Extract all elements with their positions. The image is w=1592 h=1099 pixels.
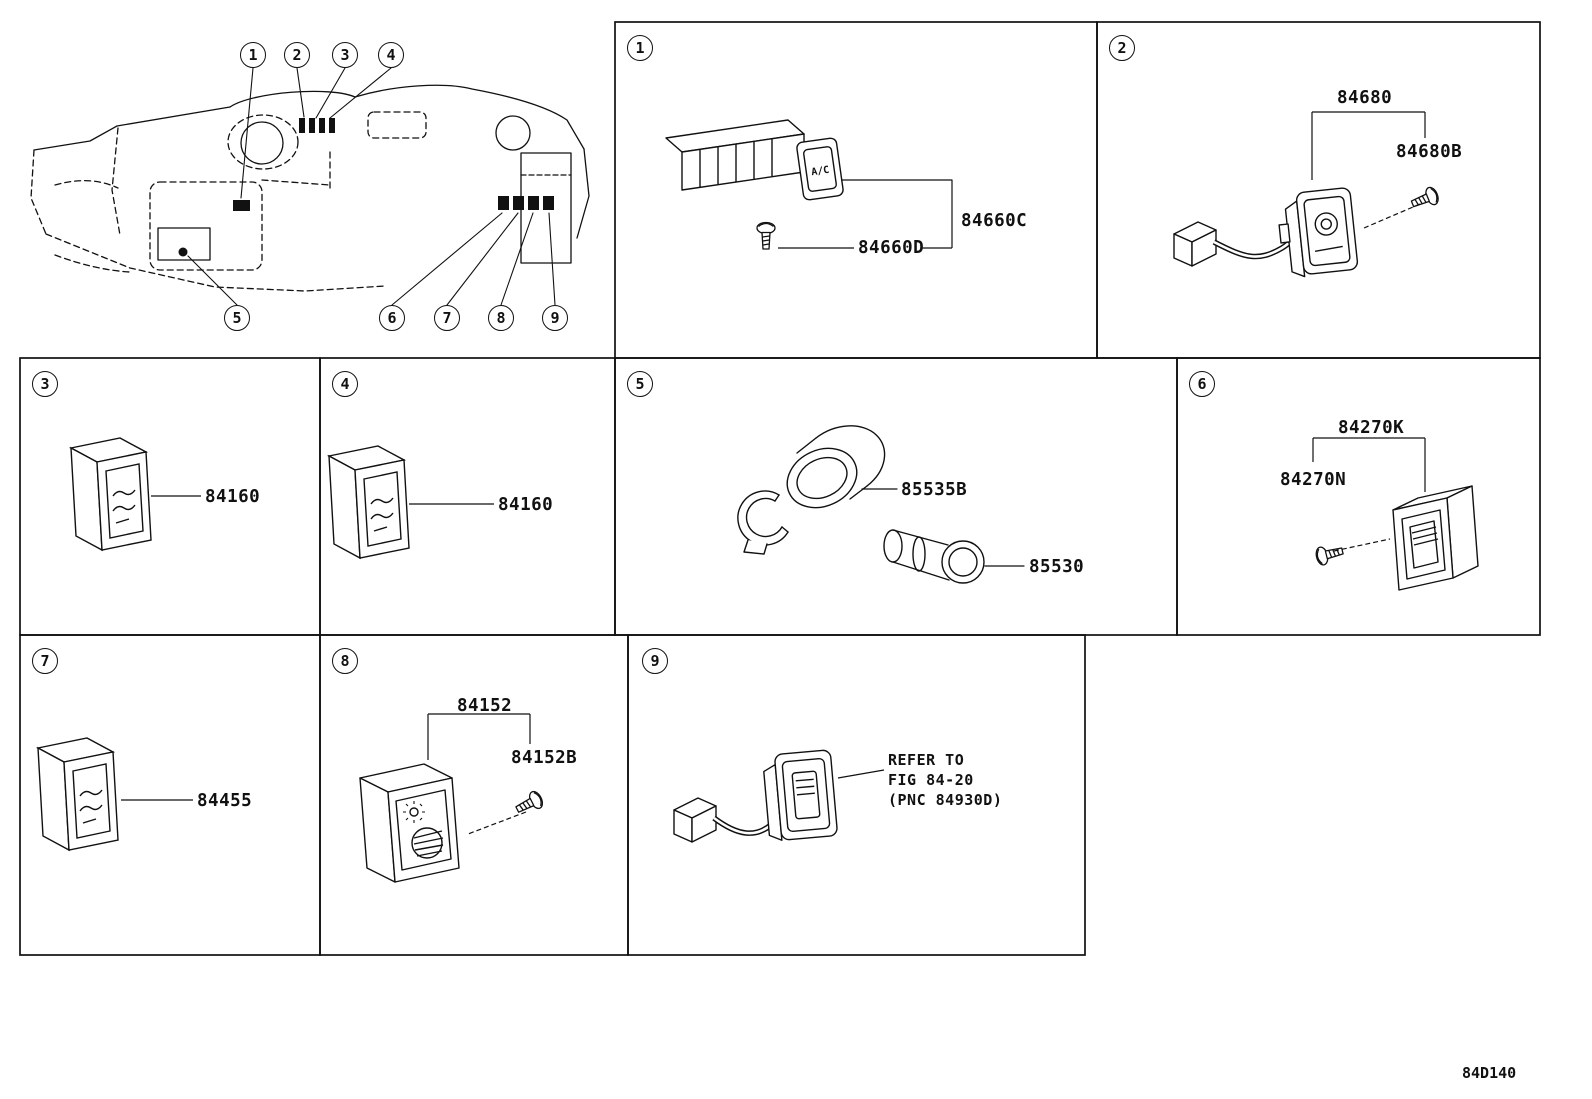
callout-7: 7 bbox=[434, 305, 460, 331]
part-label-84160-b: 84160 bbox=[498, 495, 554, 515]
panel-5-number: 5 bbox=[627, 371, 653, 397]
part-label-84455: 84455 bbox=[197, 791, 253, 811]
diagram-id: 84D140 bbox=[1462, 1064, 1517, 1082]
part-label-84270N: 84270N bbox=[1280, 470, 1347, 490]
panel-1-number: 1 bbox=[627, 35, 653, 61]
switch-location-markers bbox=[178, 118, 554, 257]
refer-note-line-3: (PNC 84930D) bbox=[888, 791, 1003, 809]
part-label-84160-a: 84160 bbox=[205, 487, 261, 507]
panel2-switch-drawing bbox=[1173, 111, 1442, 278]
refer-note: REFER TO FIG 84-20 (PNC 84930D) bbox=[888, 750, 1002, 810]
callout-4: 4 bbox=[378, 42, 404, 68]
panel-6-number: 6 bbox=[1189, 371, 1215, 397]
refer-note-line-2: FIG 84-20 bbox=[888, 771, 974, 789]
part-label-84660C: 84660C bbox=[961, 211, 1028, 231]
part-label-84152B: 84152B bbox=[511, 748, 578, 768]
panel-9-number: 9 bbox=[642, 648, 668, 674]
screw-icon bbox=[512, 788, 546, 819]
panel7-switch-drawing bbox=[37, 737, 193, 851]
callout-8: 8 bbox=[488, 305, 514, 331]
callout-leader-lines bbox=[187, 67, 556, 306]
screw-icon bbox=[756, 221, 776, 250]
part-label-84680: 84680 bbox=[1337, 88, 1393, 108]
screw-icon bbox=[1408, 184, 1442, 213]
callout-2: 2 bbox=[284, 42, 310, 68]
ac-switch-face-label: A/C bbox=[811, 165, 830, 178]
part-label-84152: 84152 bbox=[457, 696, 513, 716]
panel-8-number: 8 bbox=[332, 648, 358, 674]
refer-note-line-1: REFER TO bbox=[888, 751, 965, 769]
callout-1: 1 bbox=[240, 42, 266, 68]
panel4-switch-drawing bbox=[328, 445, 494, 559]
panel-2-number: 2 bbox=[1109, 35, 1135, 61]
dashboard-overview-drawing bbox=[30, 67, 590, 306]
screw-icon bbox=[1313, 541, 1346, 567]
panel6-switch-drawing bbox=[1312, 437, 1479, 591]
panel8-dimmer-drawing bbox=[359, 713, 546, 883]
panel-3-number: 3 bbox=[32, 371, 58, 397]
panel-4-number: 4 bbox=[332, 371, 358, 397]
part-label-84680B: 84680B bbox=[1396, 142, 1463, 162]
panel1-ac-switch-drawing: A/C bbox=[665, 119, 953, 250]
panel3-switch-drawing bbox=[70, 437, 201, 551]
part-label-85535B: 85535B bbox=[901, 480, 968, 500]
callout-9: 9 bbox=[542, 305, 568, 331]
panel-grid bbox=[19, 21, 1541, 956]
panel-7-number: 7 bbox=[32, 648, 58, 674]
panel5-lighter-drawing bbox=[737, 425, 1025, 584]
panel9-switch-drawing bbox=[673, 749, 885, 843]
callout-3: 3 bbox=[332, 42, 358, 68]
part-label-84660D: 84660D bbox=[858, 238, 925, 258]
part-label-85530: 85530 bbox=[1029, 557, 1085, 577]
callout-5: 5 bbox=[224, 305, 250, 331]
callout-6: 6 bbox=[379, 305, 405, 331]
part-label-84270K: 84270K bbox=[1338, 418, 1405, 438]
